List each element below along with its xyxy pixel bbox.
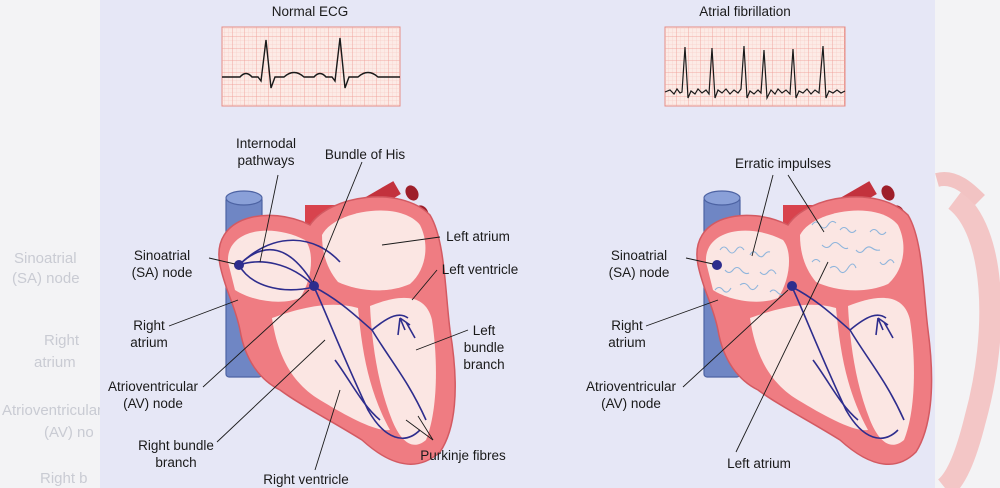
label-left-bundle-1: Left: [473, 323, 496, 338]
background-blurred-heart: [935, 172, 1000, 488]
label-afib-right-atrium-2: atrium: [608, 335, 646, 350]
label-purkinje: Purkinje fibres: [420, 448, 506, 463]
label-bundle-his: Bundle of His: [325, 147, 406, 162]
label-left-ventricle: Left ventricle: [442, 262, 519, 277]
erratic-impulse-squiggles: [714, 220, 895, 296]
sa-node-afib: [712, 260, 722, 270]
label-right-atrium-2: atrium: [130, 335, 168, 350]
conduction-pathways: [238, 239, 427, 439]
afib-heart: [696, 181, 933, 465]
label-right-bundle-2: branch: [155, 455, 196, 470]
label-av-node-2: (AV) node: [123, 396, 183, 411]
afib-ecg-trace: [664, 45, 846, 101]
label-afib-left-atrium: Left atrium: [727, 456, 791, 471]
ghost-sa-label-1: Sinoatrial: [14, 250, 77, 267]
conduction-pathways-afib: [791, 286, 905, 439]
av-node: [309, 281, 319, 291]
label-left-bundle-3: branch: [463, 357, 504, 372]
normal-ecg-strip: [221, 26, 401, 107]
afib-ecg-strip: [664, 26, 846, 107]
label-right-bundle-1: Right bundle: [138, 438, 214, 453]
label-sa-node-2: (SA) node: [132, 265, 193, 280]
ghost-av-label-1: Atrioventricular: [2, 402, 103, 419]
label-afib-sa-node-2: (SA) node: [609, 265, 670, 280]
normal-ecg-trace: [222, 37, 400, 89]
label-left-bundle-2: bundle: [464, 340, 505, 355]
label-internodal-1: Internodal: [236, 136, 296, 151]
sa-node: [234, 260, 244, 270]
label-sa-node-1: Sinoatrial: [134, 248, 190, 263]
label-afib-av-node-2: (AV) node: [601, 396, 661, 411]
label-afib-sa-node-1: Sinoatrial: [611, 248, 667, 263]
conduction-diagram: Normal ECG Atrial fibrillation: [108, 4, 933, 487]
label-erratic-impulses: Erratic impulses: [735, 156, 831, 171]
label-right-atrium-1: Right: [133, 318, 165, 333]
normal-ecg-title: Normal ECG: [272, 4, 349, 19]
label-internodal-2: pathways: [237, 153, 294, 168]
normal-leader-lines: [168, 161, 469, 471]
normal-heart: [218, 181, 456, 465]
background-blurred-labels: Sinoatrial (SA) node Right atrium Atriov…: [0, 0, 103, 488]
ghost-ra-label-1: Right: [44, 332, 80, 349]
av-node-afib: [787, 281, 797, 291]
label-left-atrium: Left atrium: [446, 229, 510, 244]
afib-leader-lines: [645, 174, 829, 453]
label-afib-right-atrium-1: Right: [611, 318, 643, 333]
afib-ecg-title: Atrial fibrillation: [699, 4, 791, 19]
ghost-rb-label: Right b: [40, 470, 88, 487]
ghost-ra-label-2: atrium: [34, 354, 76, 371]
ghost-sa-label-2: (SA) node: [12, 270, 80, 287]
label-afib-av-node-1: Atrioventricular: [586, 379, 677, 394]
diagram-panel: Normal ECG Atrial fibrillation: [100, 0, 935, 488]
label-av-node-1: Atrioventricular: [108, 379, 199, 394]
ghost-av-label-2: (AV) no: [44, 424, 94, 441]
label-right-ventricle: Right ventricle: [263, 472, 349, 487]
